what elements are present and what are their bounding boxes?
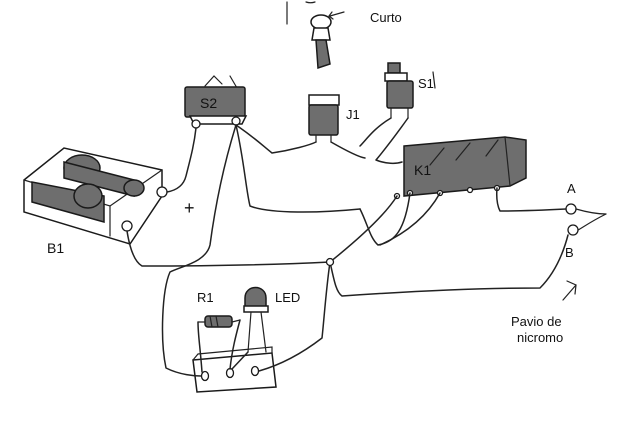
label-b: B bbox=[565, 245, 574, 260]
label-j1: J1 bbox=[346, 107, 360, 122]
label-plus: + bbox=[184, 198, 195, 218]
resistor-r1 bbox=[197, 315, 241, 328]
curto-plug bbox=[286, 1, 345, 70]
label-a: A bbox=[567, 181, 576, 196]
label-s1: S1 bbox=[418, 76, 434, 91]
label-b1: B1 bbox=[47, 240, 64, 256]
wiring bbox=[126, 117, 569, 377]
label-nichrome-line1: Pavio de bbox=[511, 314, 562, 329]
jack-j1 bbox=[308, 94, 340, 143]
led bbox=[243, 286, 269, 353]
switch-s2[interactable] bbox=[184, 75, 248, 129]
label-curto: Curto bbox=[370, 10, 402, 25]
label-s2: S2 bbox=[200, 95, 217, 111]
label-k1: K1 bbox=[414, 162, 431, 178]
label-nichrome-line2: nicromo bbox=[517, 330, 563, 345]
battery-b1 bbox=[23, 147, 168, 245]
relay-k1 bbox=[393, 136, 527, 200]
switch-s1[interactable] bbox=[384, 62, 436, 119]
label-r1: R1 bbox=[197, 290, 214, 305]
label-led: LED bbox=[275, 290, 300, 305]
